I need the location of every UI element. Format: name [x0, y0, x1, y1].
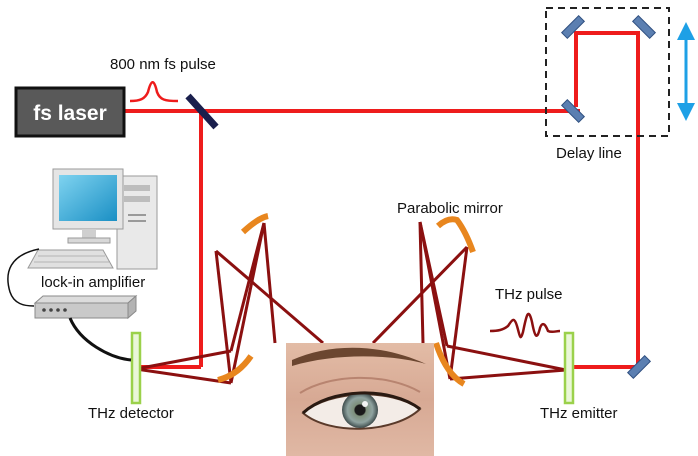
- thz-emitter-crystal: [563, 331, 575, 405]
- delay-mirror-bottom: [560, 98, 586, 124]
- thz-pulse-label: THz pulse: [495, 286, 563, 303]
- delay-mirror-top-left: [560, 14, 586, 40]
- fs-laser-label: fs laser: [33, 102, 107, 125]
- thz-pulse-icon: [489, 312, 561, 339]
- amplifier-detector-cable: [68, 317, 132, 362]
- lock-in-amplifier-icon: [33, 294, 138, 320]
- pulse-label: 800 nm fs pulse: [110, 56, 216, 73]
- fold-mirror-emitter: [626, 354, 652, 380]
- parabolic-mirror-label: Parabolic mirror: [397, 200, 503, 217]
- thz-emitter-label: THz emitter: [540, 405, 618, 422]
- fs-pulse-icon: [129, 81, 179, 103]
- delay-line-label: Delay line: [556, 145, 622, 162]
- delay-mirror-top-right: [631, 14, 657, 40]
- parabolic-mirror-emitter-top: [435, 216, 476, 253]
- computer-amplifier-cable: [7, 248, 40, 307]
- desktop-computer-icon: [27, 168, 158, 270]
- beam-delay-loop: [574, 31, 640, 367]
- fs-laser: fs laser: [14, 86, 126, 138]
- thz-beams: [135, 221, 567, 385]
- thz-detector-crystal: [130, 331, 142, 405]
- laser-beam-path: [125, 31, 640, 369]
- delay-line: Delay line: [545, 7, 670, 162]
- lock-in-amplifier-label: lock-in amplifier: [41, 274, 145, 291]
- beam-splitter: [185, 93, 219, 130]
- parabolic-mirror-detector-bottom: [217, 354, 254, 383]
- thz-detector-label: THz detector: [88, 405, 174, 422]
- human-eye-photo: [286, 343, 434, 456]
- parabolic-mirror-detector-top: [240, 213, 269, 235]
- parabolic-mirrors: [217, 213, 476, 387]
- parabolic-mirror-emitter-bottom: [433, 342, 466, 387]
